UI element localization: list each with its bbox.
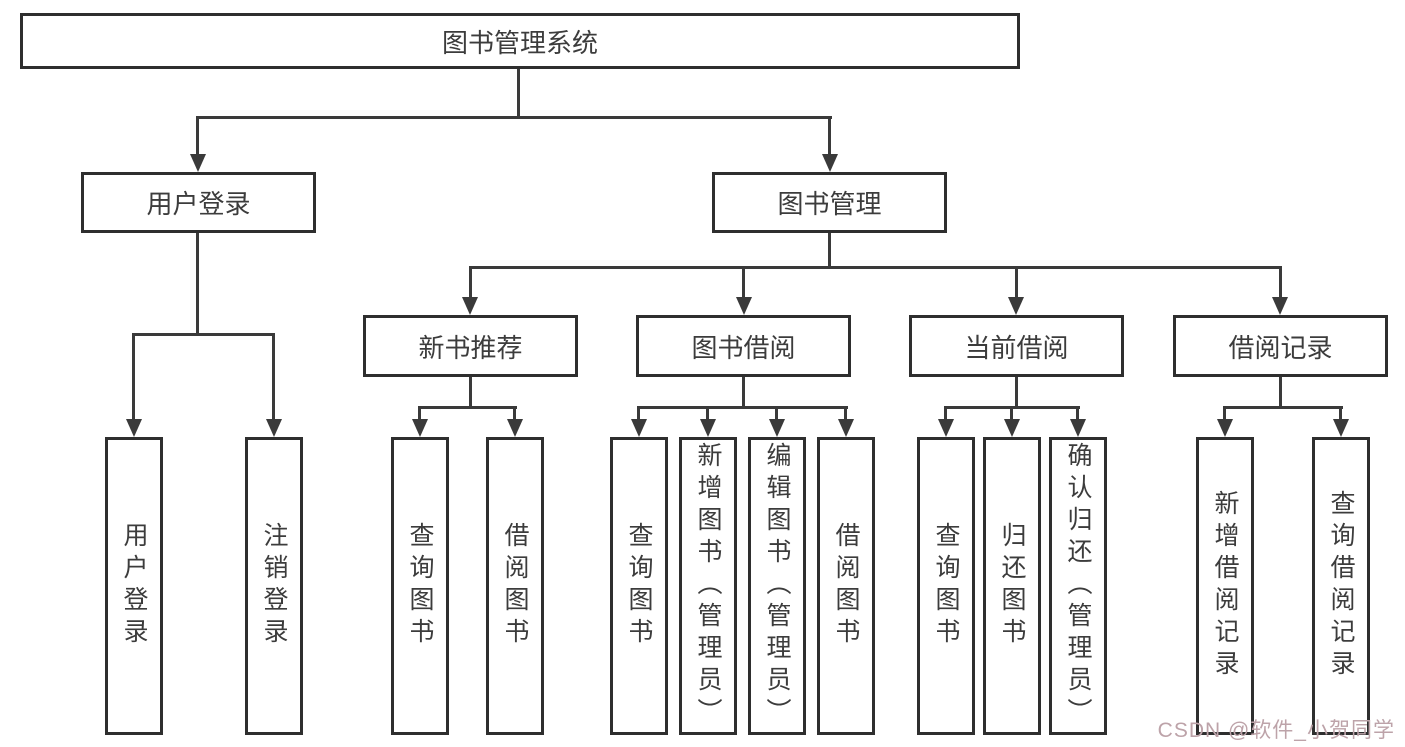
leaf-bb-edit-book-admin: 编辑图书（管理员） xyxy=(748,437,806,735)
connector-rec-branch xyxy=(418,406,517,409)
connector-bb-leaf4-stem xyxy=(844,409,847,421)
arrowhead-cb-leaf1 xyxy=(938,419,954,437)
connector-cb-leaf2-stem xyxy=(1010,409,1013,421)
connector-rec-leaf2-stem xyxy=(513,409,516,421)
connector-leaf-logout-stem xyxy=(272,336,275,420)
connector-root-stem xyxy=(517,69,520,119)
leaf-bb-borrow-book: 借阅图书 xyxy=(817,437,875,735)
node-current-borrow: 当前借阅 xyxy=(909,315,1124,377)
node-new-book-recommend: 新书推荐 xyxy=(363,315,578,377)
leaf-logout: 注销登录 xyxy=(245,437,303,735)
leaf-br-query-record: 查询借阅记录 xyxy=(1312,437,1370,735)
arrowhead-bb-leaf1 xyxy=(631,419,647,437)
node-borrow-records: 借阅记录 xyxy=(1173,315,1388,377)
connector-bb-leaf1-stem xyxy=(637,409,640,421)
csdn-watermark: CSDN @软件_小贺同学 xyxy=(1157,719,1395,742)
arrowhead-borrowrecords xyxy=(1272,297,1288,315)
arrowhead-leaf-login xyxy=(126,419,142,437)
leaf-br-add-record: 新增借阅记录 xyxy=(1196,437,1254,735)
arrowhead-rec-leaf1 xyxy=(412,419,428,437)
leaf-cb-confirm-return-admin: 确认归还（管理员） xyxy=(1049,437,1107,735)
node-user-login: 用户登录 xyxy=(81,172,316,233)
arrowhead-rec-leaf2 xyxy=(507,419,523,437)
arrowhead-cb-leaf3 xyxy=(1070,419,1086,437)
connector-bb-down xyxy=(742,377,745,409)
arrowhead-leaf-logout xyxy=(266,419,282,437)
arrowhead-bookborrow xyxy=(736,297,752,315)
connector-level1-branch xyxy=(196,116,832,119)
leaf-rec-query-book: 查询图书 xyxy=(391,437,449,735)
connector-borrowrecords-stem xyxy=(1279,269,1282,299)
arrowhead-book-mgmt xyxy=(822,154,838,172)
arrowhead-br-leaf2 xyxy=(1333,419,1349,437)
connector-br-branch xyxy=(1223,406,1343,409)
connector-br-leaf2-stem xyxy=(1339,409,1342,421)
connector-level2-branch xyxy=(469,266,1282,269)
leaf-cb-return-book: 归还图书 xyxy=(983,437,1041,735)
leaf-user-login: 用户登录 xyxy=(105,437,163,735)
connector-login-branch xyxy=(132,333,275,336)
arrowhead-newbook xyxy=(462,297,478,315)
connector-cb-leaf1-stem xyxy=(944,409,947,421)
node-book-borrow: 图书借阅 xyxy=(636,315,851,377)
connector-bb-leaf3-stem xyxy=(775,409,778,421)
arrowhead-bb-leaf2 xyxy=(700,419,716,437)
arrowhead-br-leaf1 xyxy=(1217,419,1233,437)
connector-book-mgmt-stem xyxy=(828,119,831,156)
connector-currentborrow-stem xyxy=(1015,269,1018,299)
connector-cb-leaf3-stem xyxy=(1076,409,1079,421)
connector-cb-branch xyxy=(944,406,1080,409)
leaf-bb-query-book: 查询图书 xyxy=(610,437,668,735)
connector-bb-branch xyxy=(637,406,848,409)
connector-leaf-login-stem xyxy=(132,336,135,420)
arrowhead-cb-leaf2 xyxy=(1004,419,1020,437)
arrowhead-user-login xyxy=(190,154,206,172)
node-book-management: 图书管理 xyxy=(712,172,947,233)
arrowhead-currentborrow xyxy=(1008,297,1024,315)
connector-br-leaf1-stem xyxy=(1223,409,1226,421)
arrowhead-bb-leaf4 xyxy=(838,419,854,437)
connector-login-down xyxy=(196,233,199,336)
connector-rec-leaf1-stem xyxy=(418,409,421,421)
leaf-cb-query-book: 查询图书 xyxy=(917,437,975,735)
leaf-rec-borrow-book: 借阅图书 xyxy=(486,437,544,735)
connector-br-down xyxy=(1279,377,1282,409)
arrowhead-bb-leaf3 xyxy=(769,419,785,437)
connector-newbook-stem xyxy=(469,269,472,299)
node-root: 图书管理系统 xyxy=(20,13,1020,69)
leaf-bb-add-book-admin: 新增图书（管理员） xyxy=(679,437,737,735)
connector-user-login-stem xyxy=(196,119,199,156)
connector-bookborrow-stem xyxy=(742,269,745,299)
connector-rec-down xyxy=(469,377,472,409)
connector-bb-leaf2-stem xyxy=(706,409,709,421)
connector-mgmt-down xyxy=(828,233,831,269)
connector-cb-down xyxy=(1015,377,1018,409)
